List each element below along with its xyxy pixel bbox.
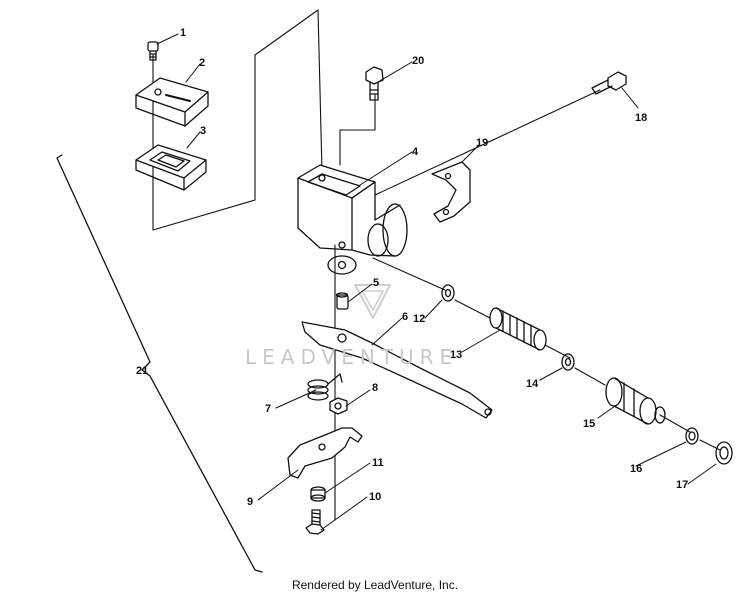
callout-8: 8 <box>372 382 378 394</box>
part-13-piston-spring <box>489 307 547 351</box>
part-2-reservoir-cover <box>135 77 209 127</box>
part-8-nut <box>329 397 348 415</box>
part-20-bolt <box>365 66 384 101</box>
callout-16: 16 <box>630 463 642 475</box>
callout-12: 12 <box>413 313 425 325</box>
part-6-lever <box>301 321 493 419</box>
callout-10: 10 <box>369 491 381 503</box>
watermark-text: LEADVENTURE <box>245 345 458 369</box>
part-17-washer <box>715 441 733 465</box>
part-14-washer <box>561 353 575 371</box>
leader-lines <box>156 33 717 531</box>
callout-15: 15 <box>583 418 595 430</box>
callout-4: 4 <box>412 146 419 158</box>
callout-13: 13 <box>450 349 462 361</box>
part-15-piston <box>605 377 666 425</box>
part-5-bushing <box>335 292 349 310</box>
watermark-logo <box>354 284 391 319</box>
callout-17: 17 <box>676 479 688 491</box>
callout-3: 3 <box>200 125 206 137</box>
part-1-screw <box>147 41 159 61</box>
part-9-bracket <box>287 427 363 479</box>
part-12-washer <box>441 284 455 302</box>
callout-6: 6 <box>402 311 408 323</box>
callout-5: 5 <box>373 277 379 289</box>
callout-1: 1 <box>180 27 186 39</box>
part-16-seal <box>685 427 699 445</box>
part-3-diaphragm <box>135 144 207 191</box>
callout-18: 18 <box>635 112 647 124</box>
callout-labels: 1 2 3 4 5 6 7 8 9 10 11 12 13 14 15 16 1… <box>136 27 688 508</box>
part-4-master-cylinder-body <box>297 164 408 275</box>
part-7-spring <box>307 373 343 401</box>
assembly-guide-lines <box>152 9 721 521</box>
footer-credit: Rendered by LeadVenture, Inc. <box>291 578 459 592</box>
part-11-collar <box>310 486 326 502</box>
callout-21: 21 <box>136 365 148 377</box>
part-10-bolt <box>305 509 325 535</box>
callout-2: 2 <box>199 57 205 69</box>
callout-20: 20 <box>412 55 424 67</box>
callout-11: 11 <box>372 457 384 469</box>
callout-7: 7 <box>265 403 271 415</box>
callout-19: 19 <box>476 137 488 149</box>
part-18-bolt <box>591 71 627 95</box>
assembly-21-bracket <box>56 154 263 573</box>
callout-14: 14 <box>526 378 539 390</box>
callout-9: 9 <box>247 496 253 508</box>
part-19-clamp <box>431 161 471 223</box>
